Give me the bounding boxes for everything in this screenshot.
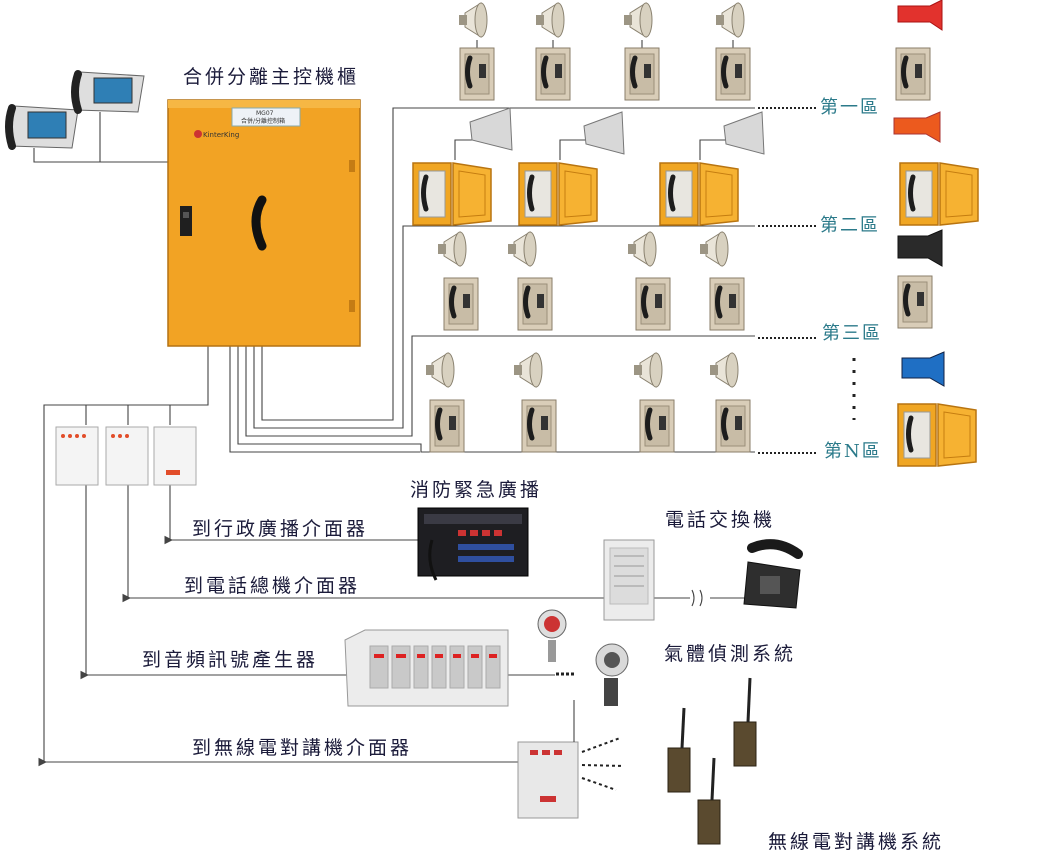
connection-label-admin-broadcast: 到行政廣播介面器 xyxy=(192,518,368,540)
zone-n-devices xyxy=(425,351,976,466)
radio-interface-box xyxy=(517,700,625,819)
zone-dotted-links xyxy=(758,107,856,454)
fire-broadcast-rack xyxy=(417,507,529,581)
cabinet-brand: KinterKing xyxy=(203,131,239,139)
phone-exchange-unit xyxy=(603,539,655,621)
radio-system-label: 無線電對講機系統 xyxy=(768,831,944,853)
zone-1-devices xyxy=(459,0,943,100)
zone-label-2: 第二區 xyxy=(820,215,880,236)
desk-phone-2 xyxy=(71,70,145,114)
cabinet-subtitle: 合併/分離控制箱 xyxy=(241,117,285,125)
zone-3-devices xyxy=(437,229,943,330)
office-phone xyxy=(743,539,803,609)
audio-signal-generator-rack xyxy=(344,629,509,707)
connection-label-audio-generator: 到音頻訊號產生器 xyxy=(142,649,318,671)
fire-broadcast-label: 消防緊急廣播 xyxy=(410,479,542,501)
gas-detectors xyxy=(537,609,629,706)
zone-label-3: 第三區 xyxy=(822,323,882,344)
gas-detection-label: 氣體偵測系統 xyxy=(664,643,796,665)
phone-handset-icon xyxy=(251,195,267,251)
phone-exchange-label: 電話交換機 xyxy=(665,509,775,531)
walkie-talkies xyxy=(667,677,757,845)
zone-2-devices xyxy=(413,107,978,225)
connection-label-pbx: 到電話總機介面器 xyxy=(184,575,360,597)
interface-boxes xyxy=(55,426,197,486)
cabinet-model: MG07 xyxy=(256,110,274,117)
cabinet-title: 合併分離主控機櫃 xyxy=(183,66,359,88)
connection-label-radio-interface: 到無線電對講機介面器 xyxy=(192,737,412,759)
desk-phone-1 xyxy=(5,104,79,150)
zone-label-n: 第N區 xyxy=(824,441,882,462)
zone-label-1: 第一區 xyxy=(820,97,880,118)
main-control-cabinet: MG07 合併/分離控制箱 KinterKing xyxy=(167,99,361,347)
